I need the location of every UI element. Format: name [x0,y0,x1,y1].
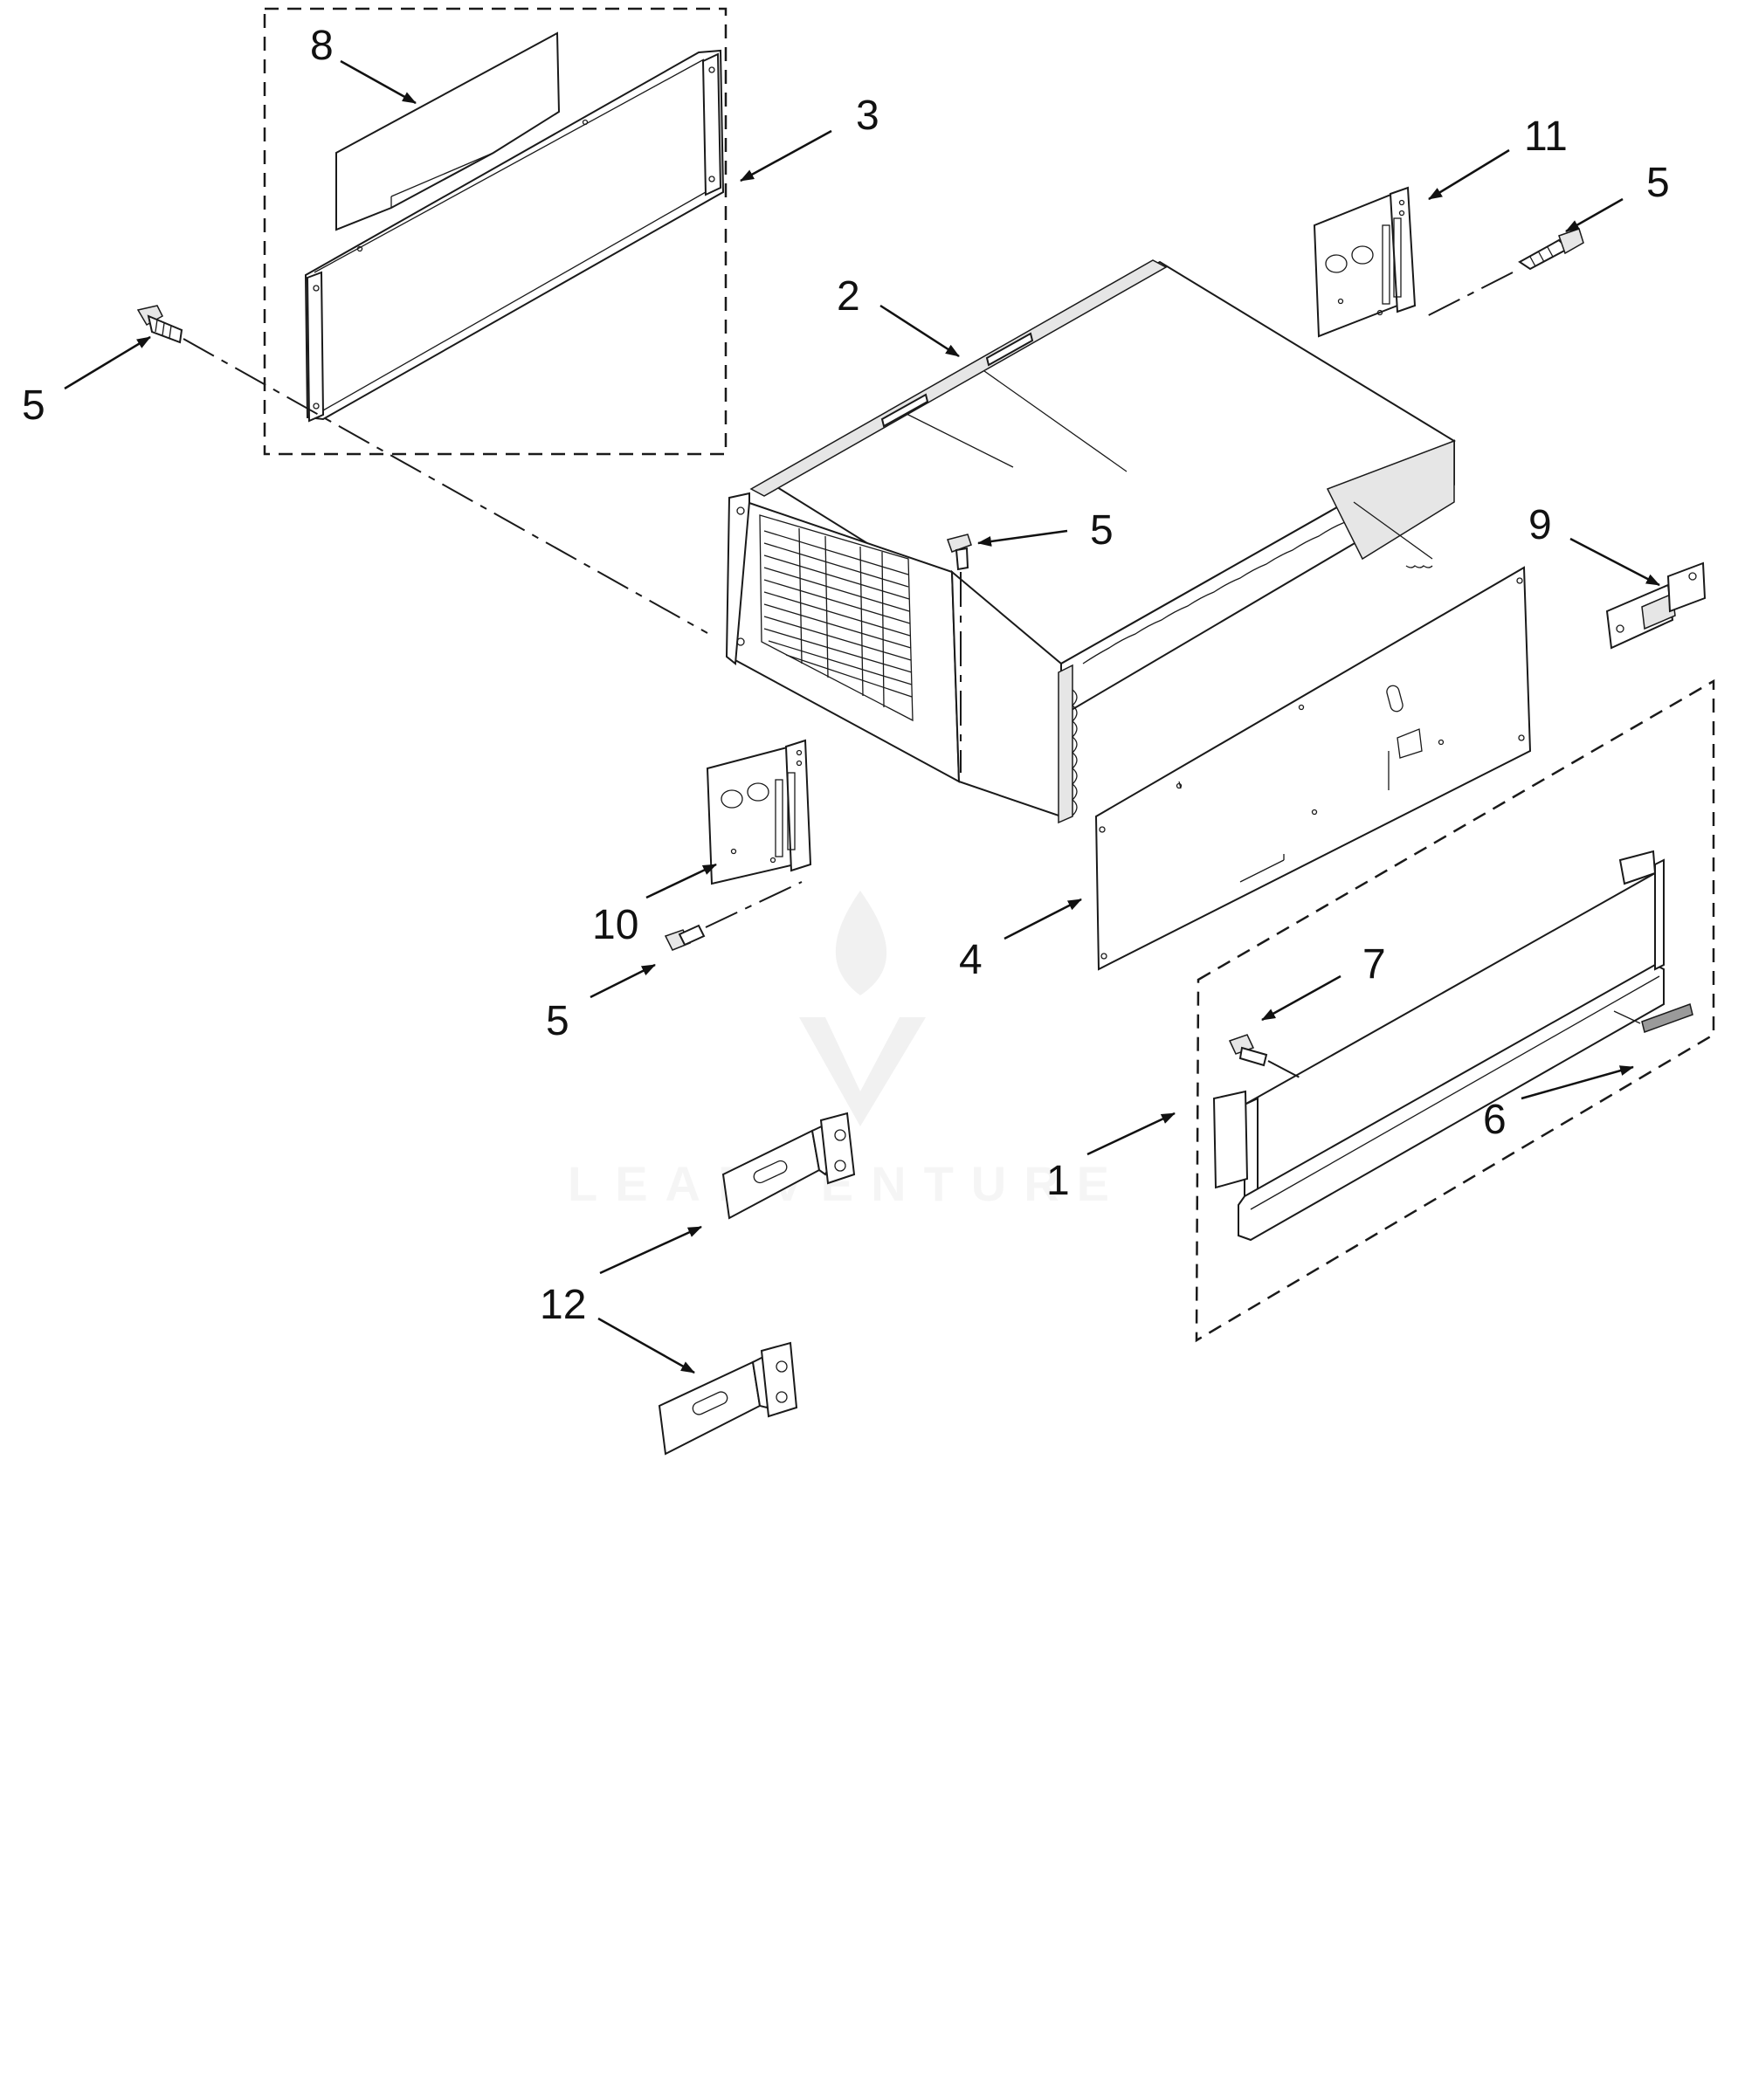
callout-10: 10 [592,902,638,948]
callout-5-lower-left: 5 [546,998,569,1044]
part-10-bracket [706,739,812,885]
part-12-bracket-upper [721,1112,856,1220]
callout-6: 6 [1483,1097,1507,1143]
callout-4: 4 [959,937,983,983]
part-5-screw-upper-right [1518,228,1584,271]
callout-5-upper-right: 5 [1646,160,1670,206]
part-1-front-grille [1212,850,1693,1242]
watermark-logo: LEADVENTURE [568,891,1109,1211]
callout-12: 12 [540,1282,586,1328]
part-5-screw-lower-left [664,924,706,951]
group-box-rear-panel [263,7,728,456]
vent-grille [759,514,914,722]
callout-3: 3 [856,93,879,139]
leader-arrows [64,59,1660,1374]
callout-11: 11 [1524,114,1568,160]
part-12-bracket-lower [658,1341,798,1456]
callout-5-left: 5 [22,382,45,429]
callout-2: 2 [837,273,860,320]
part-3-rear-panel [304,49,725,423]
callout-9: 9 [1528,502,1552,548]
callout-7: 7 [1362,941,1386,988]
callout-1: 1 [1046,1158,1070,1204]
assembly-line-screw-left [183,338,708,634]
assembly-line-screw-7 [1267,1060,1302,1079]
callout-5-top: 5 [1090,507,1114,554]
assembly-line-screw-lower-left [705,881,803,928]
part-4-front-panel [1094,566,1532,971]
part-5-screw-left [136,305,183,344]
callout-8: 8 [310,23,334,69]
part-2-cabinet [725,259,1456,824]
group-box-front-grille [1195,678,1715,1343]
part-5-screw-top [947,534,972,571]
part-8-insulation [335,31,561,231]
part-11-bracket [1313,186,1417,338]
part-7-screw [1228,1034,1268,1067]
part-9-clip [1605,561,1707,650]
assembly-line-screw-upper-right [1421,272,1514,320]
callout-labels: 8 3 11 5 2 5 5 9 10 5 4 7 6 1 12 [22,23,1670,1328]
